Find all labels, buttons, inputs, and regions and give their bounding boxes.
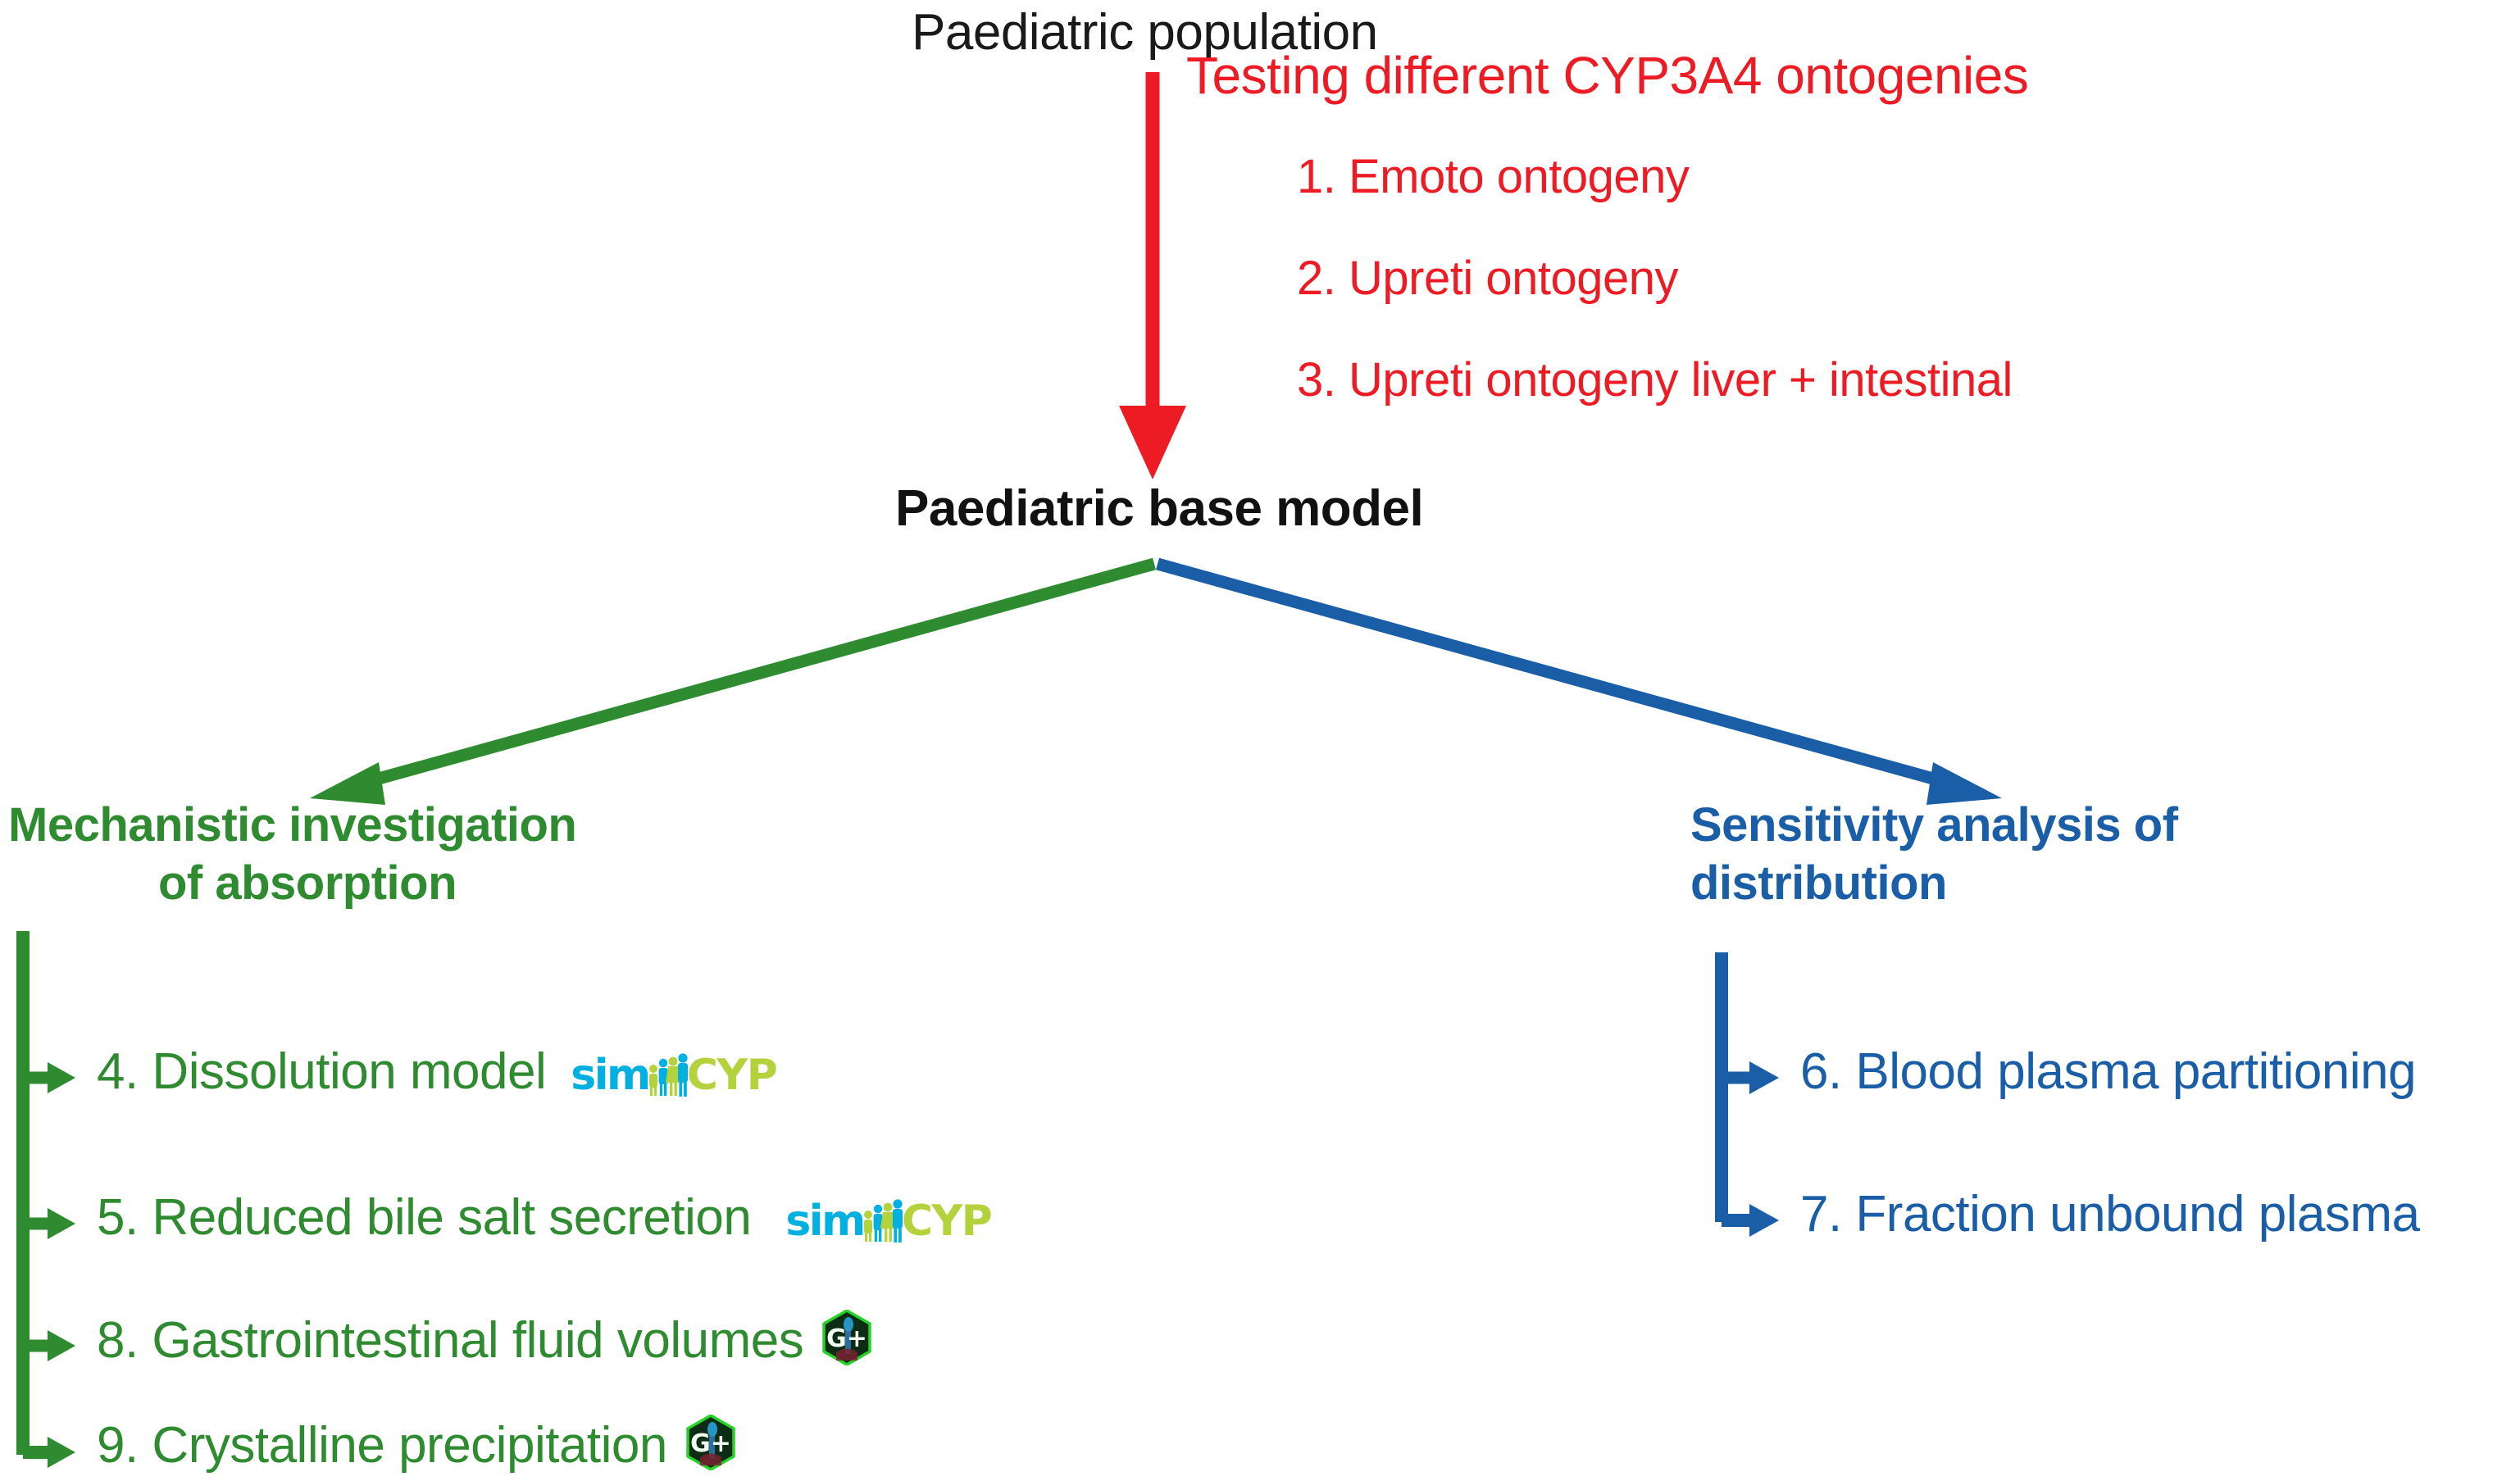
red-list-item-2: 2. Upreti ontogeny (1297, 252, 1678, 305)
blue-branch-arrow (1155, 557, 2002, 805)
left-branch-heading-line1: Mechanistic investigation (8, 798, 577, 852)
root-node-label: Paediatric population (912, 4, 1378, 61)
simcyp-logo: sim (785, 1196, 993, 1246)
base-model-node-label: Paediatric base model (895, 480, 1424, 537)
svg-text:G+: G+ (826, 1324, 867, 1353)
right-branch-heading-line1: Sensitivity analysis of (1690, 798, 2178, 852)
gplus-hex-icon: G+ (685, 1413, 736, 1471)
left-item-5-label: 5. Reduced bile salt secretion (97, 1189, 752, 1246)
list-item[interactable]: 8. Gastrointestinal fluid volumes G+ (97, 1308, 872, 1370)
green-bracket (16, 931, 75, 1468)
gplus-hex-icon: G+ (821, 1308, 872, 1366)
red-list-item-1: 1. Emoto ontogeny (1297, 150, 1690, 203)
simcyp-logo-sim-text: sim (571, 1050, 651, 1100)
right-item-6-label: 6. Blood plasma partitioning (1800, 1043, 2417, 1100)
simcyp-logo-cyp-text: CYP (901, 1196, 993, 1246)
simcyp-logo-sim-text: sim (785, 1196, 866, 1246)
simcyp-logo-figures (861, 1197, 903, 1242)
simcyp-logo-cyp-text: CYP (686, 1050, 778, 1100)
left-item-8-label: 8. Gastrointestinal fluid volumes (97, 1312, 804, 1369)
list-item[interactable]: 4. Dissolution model sim (97, 1043, 778, 1101)
simcyp-logo: sim (571, 1050, 778, 1100)
red-list-item-3: 3. Upreti ontogeny liver + intestinal (1297, 353, 2013, 407)
list-item[interactable]: 5. Reduced bile salt secretion sim (97, 1188, 993, 1247)
right-branch-heading-line2: distribution (1690, 856, 1947, 910)
green-branch-arrow (310, 557, 1157, 805)
list-item[interactable]: 9. Crystalline precipitation G+ (97, 1413, 736, 1474)
left-branch-heading: Mechanistic investigation of absorption (8, 797, 631, 913)
red-down-arrow (1119, 72, 1186, 479)
svg-text:G+: G+ (690, 1429, 731, 1458)
right-item-7-label: 7. Fraction unbound plasma (1800, 1186, 2420, 1242)
list-item[interactable]: 6. Blood plasma partitioning (1800, 1043, 2417, 1101)
right-branch-heading: Sensitivity analysis of distribution (1690, 797, 2313, 913)
red-section-heading: Testing different CYP3A4 ontogenies (1186, 46, 2029, 105)
left-item-4-label: 4. Dissolution model (97, 1043, 547, 1100)
left-branch-heading-line2: of absorption (157, 856, 457, 910)
simcyp-logo-figures (646, 1051, 689, 1097)
list-item[interactable]: 7. Fraction unbound plasma (1800, 1185, 2420, 1243)
left-item-9-label: 9. Crystalline precipitation (97, 1417, 667, 1474)
blue-bracket (1715, 952, 1779, 1237)
